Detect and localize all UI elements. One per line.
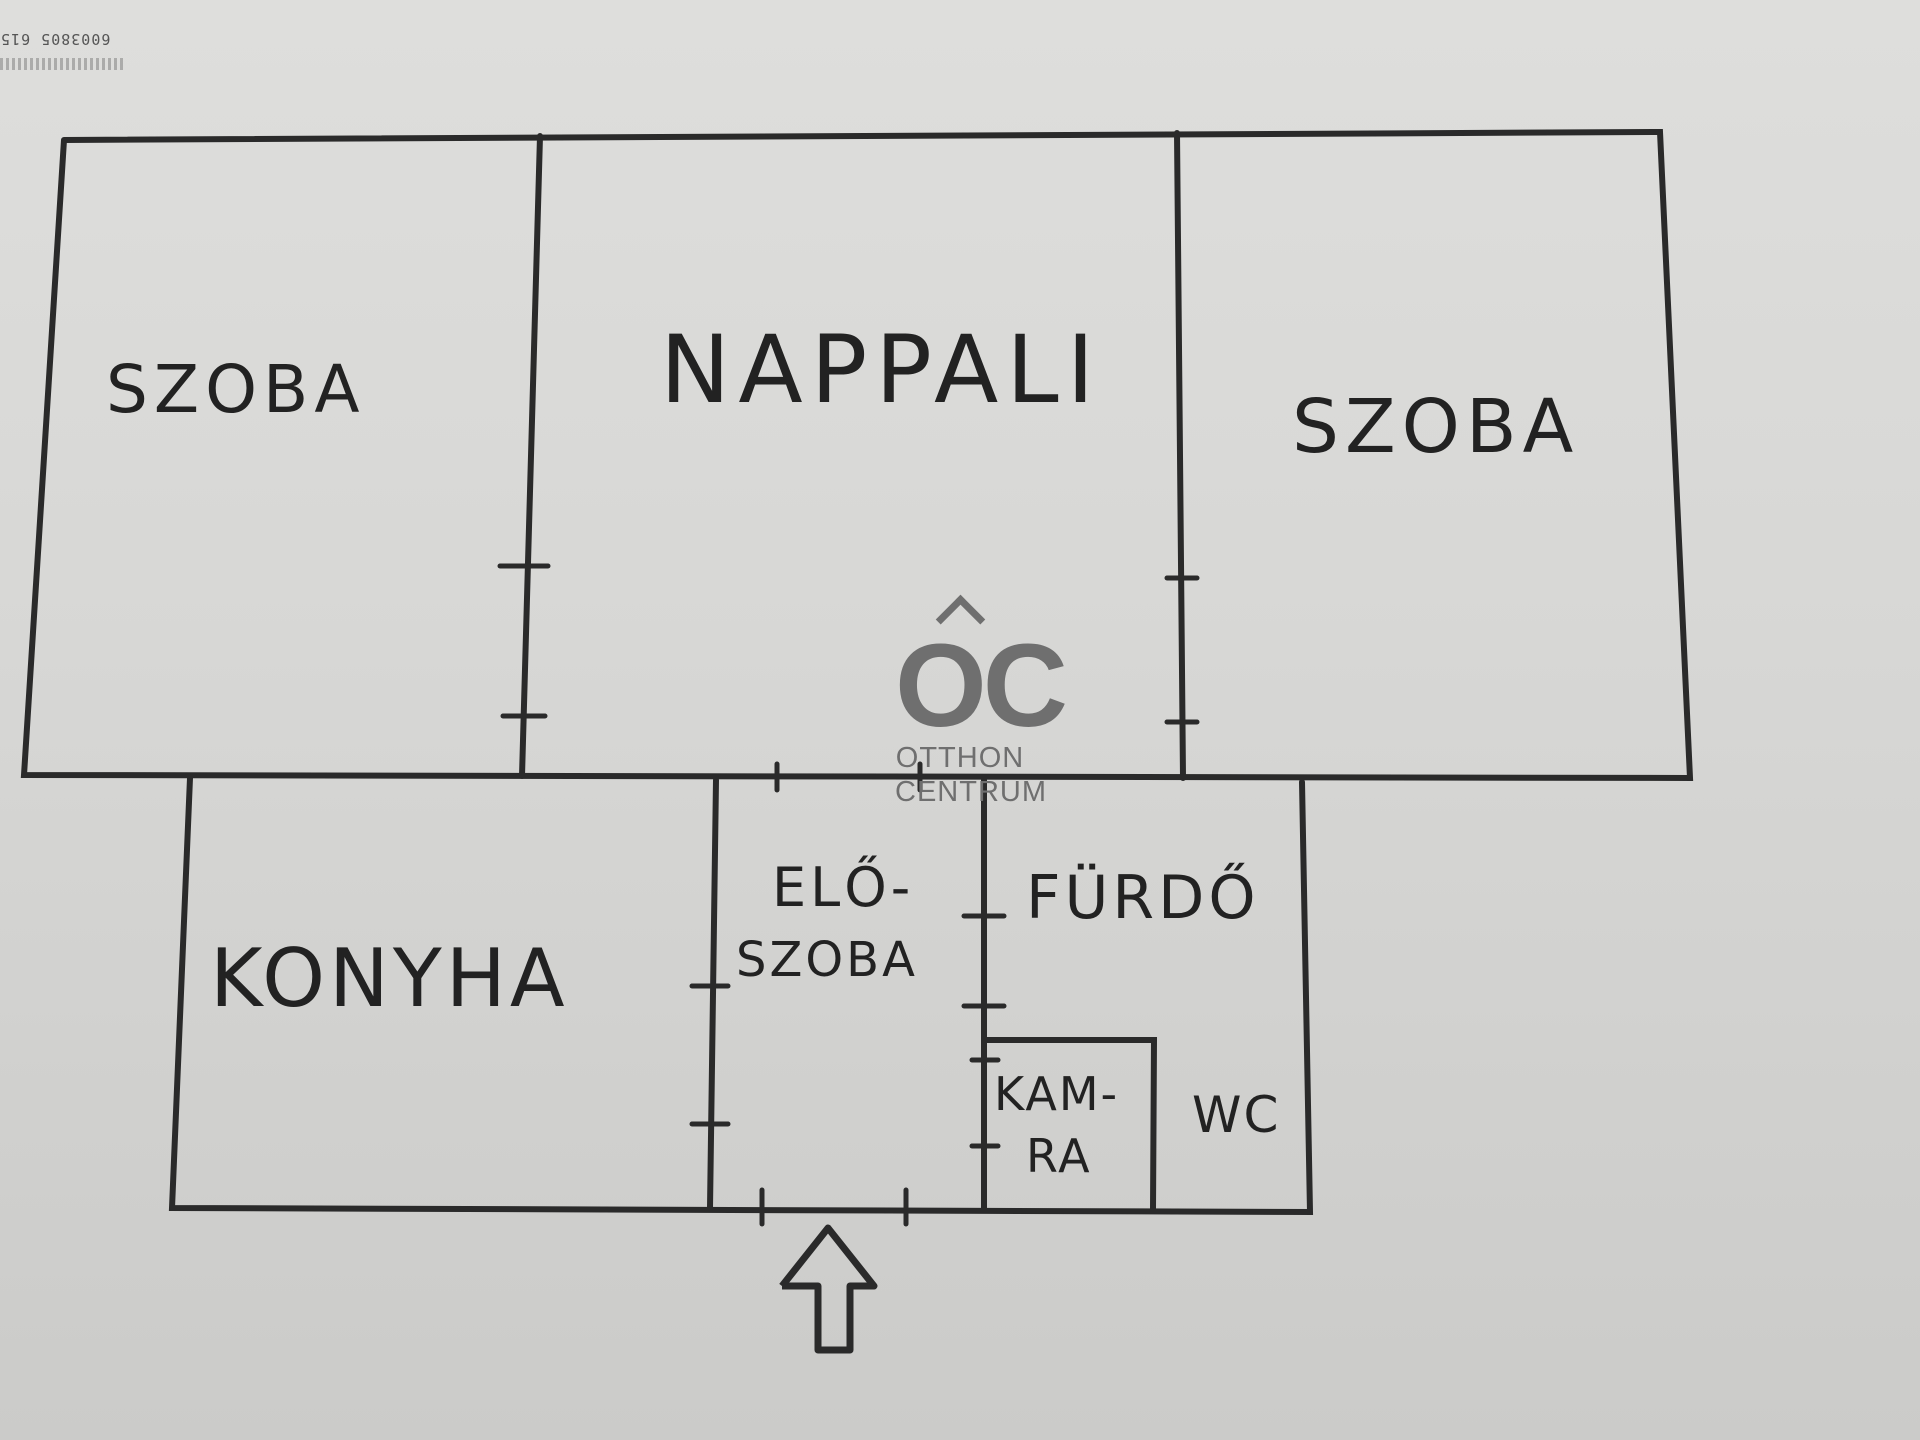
otthon-centrum-logo: OC OTTHON CENTRUM <box>895 592 1068 809</box>
stamp-barcode <box>0 58 125 70</box>
room-label-konyha: KONYHA <box>210 932 569 1025</box>
wall-nappali-szoba <box>1174 130 1186 781</box>
room-label-nappali: NAPPALI <box>660 316 1102 425</box>
room-label-eloszoba-2: SZOBA <box>736 932 918 988</box>
lower-walls <box>168 775 1314 1216</box>
room-label-eloszoba-1: ELŐ- <box>772 856 914 919</box>
logo-text-line1: OTTHON <box>895 742 1025 774</box>
room-label-szoba-left: SZOBA <box>106 351 366 428</box>
door-marks <box>497 563 1200 1227</box>
room-label-wc: WC <box>1192 1086 1280 1144</box>
lower-outer-wall <box>168 775 1314 1216</box>
room-label-furdo: FÜRDŐ <box>1026 862 1260 933</box>
wall-kamra <box>983 1037 1158 1213</box>
wall-konyha-eloszoba <box>707 777 719 1211</box>
up-arrow-icon <box>779 1224 878 1354</box>
room-label-szoba-right: SZOBA <box>1292 384 1579 470</box>
upper-outer-wall <box>20 128 1694 782</box>
room-label-kamra-2: RA <box>1026 1129 1092 1183</box>
room-label-kamra-1: KAM- <box>994 1067 1119 1121</box>
wall-szoba-nappali <box>519 133 543 779</box>
upper-walls <box>20 128 1694 782</box>
logo-text-line2: CENTRUM <box>895 776 1047 808</box>
logo-mark: OC <box>895 620 1068 752</box>
